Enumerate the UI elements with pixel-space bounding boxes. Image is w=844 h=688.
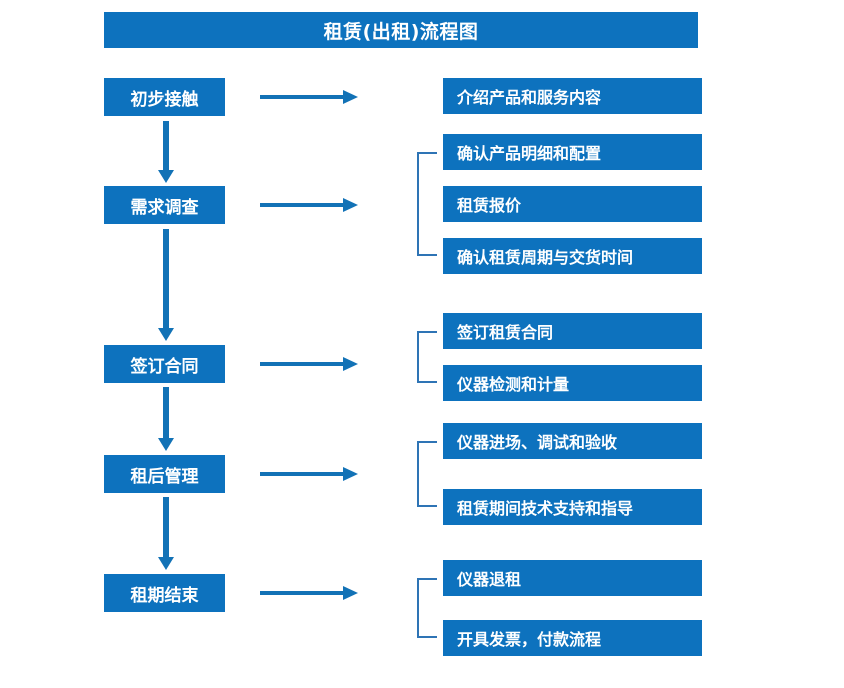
flow-arrow-down-3 — [158, 387, 174, 451]
detail-box-g5-i1[interactable]: 仪器退租 — [443, 560, 702, 596]
flow-arrow-down-4 — [158, 497, 174, 570]
detail-box-g5-i2[interactable]: 开具发票，付款流程 — [443, 620, 702, 656]
flow-arrow-down-1 — [158, 121, 174, 183]
stage-box-qianding-hetong[interactable]: 签订合同 — [104, 345, 225, 383]
stage-box-zuhou-guanli[interactable]: 租后管理 — [104, 455, 225, 493]
branch-arrow-right-5 — [260, 586, 358, 600]
branch-arrow-right-3 — [260, 357, 358, 371]
stage-box-chubu-jiechu[interactable]: 初步接触 — [104, 78, 225, 116]
branch-arrow-right-2 — [260, 198, 358, 212]
group-bracket-4 — [417, 441, 443, 507]
detail-box-g4-i1[interactable]: 仪器进场、调试和验收 — [443, 423, 702, 459]
page-title: 租赁(出租)流程图 — [104, 12, 698, 48]
group-bracket-2 — [417, 152, 443, 256]
group-bracket-3 — [417, 331, 443, 383]
detail-box-g2-i3[interactable]: 确认租赁周期与交货时间 — [443, 238, 702, 274]
group-bracket-5 — [417, 578, 443, 638]
branch-arrow-right-1 — [260, 90, 358, 104]
stage-box-xuqiu-diaocha[interactable]: 需求调查 — [104, 186, 225, 224]
detail-box-g2-i2[interactable]: 租赁报价 — [443, 186, 702, 222]
detail-box-g4-i2[interactable]: 租赁期间技术支持和指导 — [443, 489, 702, 525]
stage-box-zuqi-jieshu[interactable]: 租期结束 — [104, 574, 225, 612]
detail-box-g1-i1[interactable]: 介绍产品和服务内容 — [443, 78, 702, 114]
detail-box-g3-i1[interactable]: 签订租赁合同 — [443, 313, 702, 349]
detail-box-g3-i2[interactable]: 仪器检测和计量 — [443, 365, 702, 401]
flow-arrow-down-2 — [158, 229, 174, 341]
detail-box-g2-i1[interactable]: 确认产品明细和配置 — [443, 134, 702, 170]
branch-arrow-right-4 — [260, 467, 358, 481]
